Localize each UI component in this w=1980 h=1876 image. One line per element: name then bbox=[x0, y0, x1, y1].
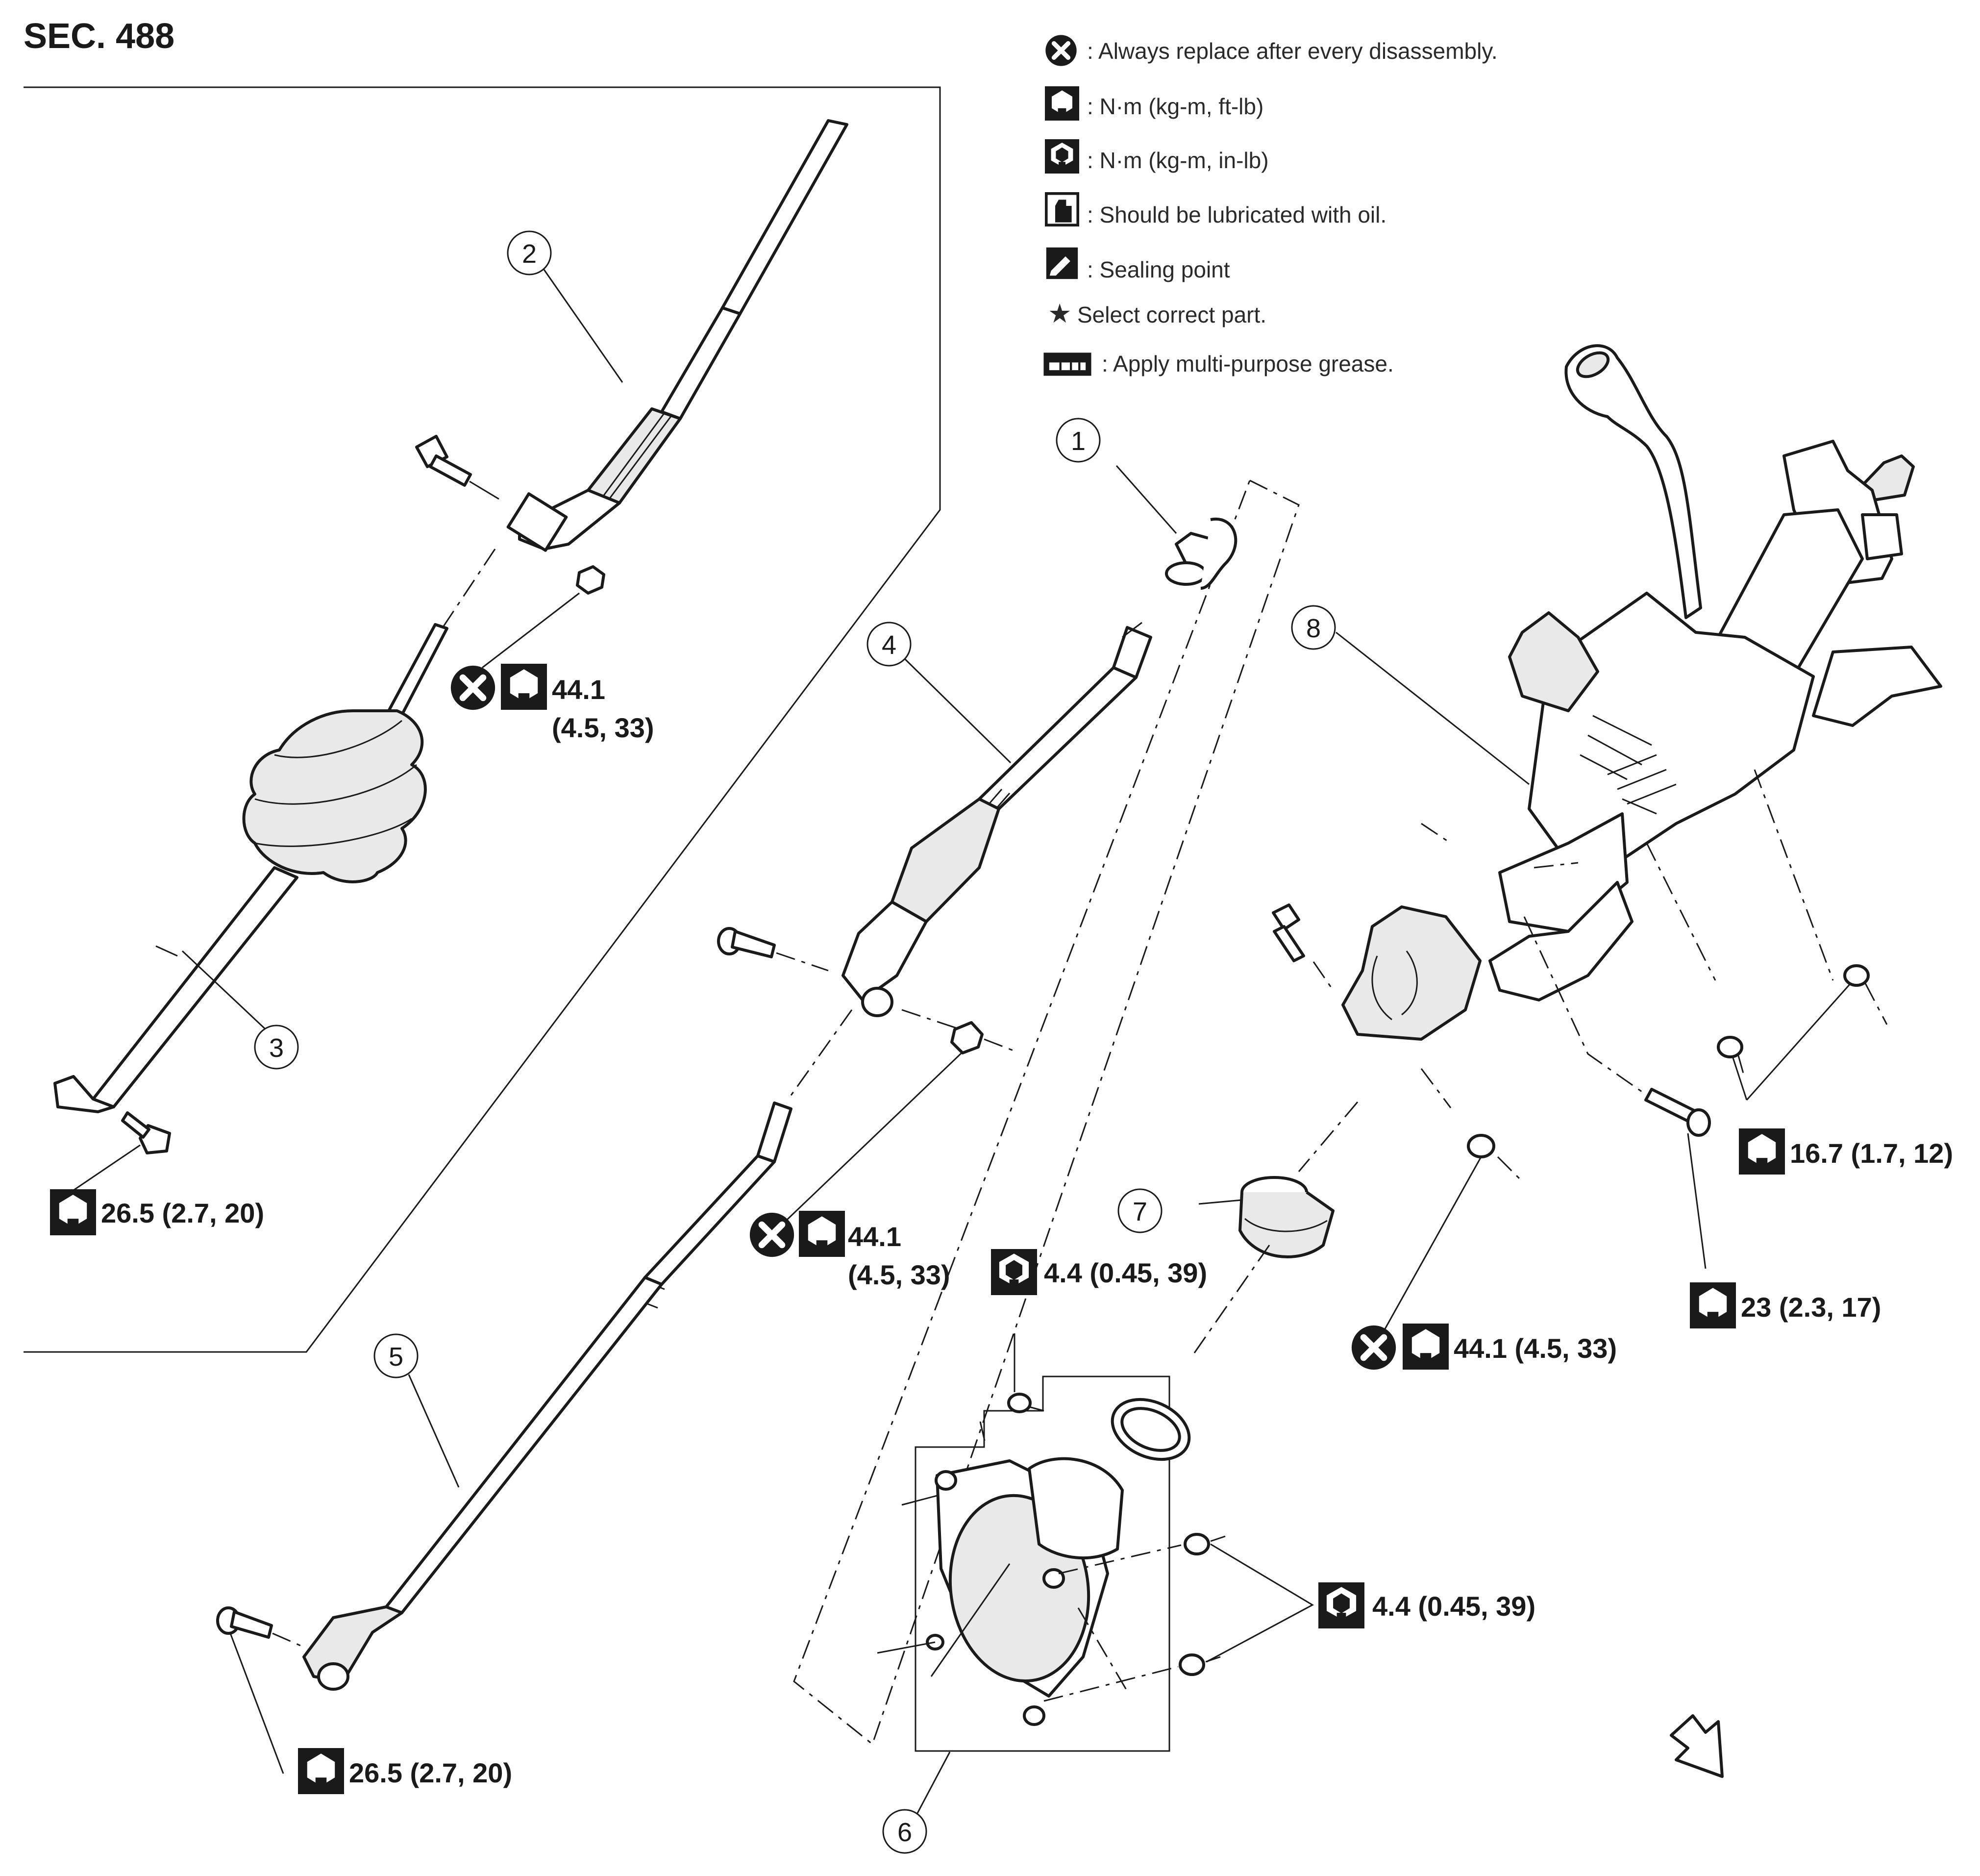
svg-text:1: 1 bbox=[1071, 426, 1086, 456]
callout-5: 5 bbox=[373, 1333, 419, 1378]
nut-part-6-a bbox=[1184, 1533, 1210, 1555]
section-title: SEC. 488 bbox=[24, 17, 174, 56]
bolt-part-8-right bbox=[1644, 1088, 1711, 1137]
replace-x-icon bbox=[1045, 35, 1076, 66]
bolt-part-4 bbox=[717, 927, 776, 958]
torque-wrench-icon bbox=[1690, 1282, 1736, 1328]
torque-44-right: 4.4 (0.45, 39) bbox=[1372, 1591, 1535, 1622]
nut-part-6-top bbox=[1007, 1393, 1032, 1413]
torque-23: 23 (2.3, 17) bbox=[1741, 1292, 1881, 1323]
bolt-part-5 bbox=[216, 1606, 273, 1639]
torque-wrench-inlb-icon bbox=[1045, 139, 1079, 174]
torque-441-c: 44.1 (4.5, 33) bbox=[1454, 1333, 1617, 1364]
oil-can-icon bbox=[1046, 194, 1078, 225]
replace-x-icon bbox=[451, 666, 495, 710]
part-2-upper-shaft bbox=[506, 119, 848, 552]
callout-4: 4 bbox=[866, 622, 912, 667]
part-8-steering-column bbox=[1341, 344, 1942, 1041]
legend-item-inlb: : N·m (kg-m, in-lb) bbox=[1087, 148, 1269, 173]
part-7-boot-seal bbox=[1238, 1176, 1335, 1258]
torque-441-b-line2: (4.5, 33) bbox=[848, 1259, 950, 1290]
torque-265-bottom: 26.5 (2.7, 20) bbox=[349, 1757, 512, 1788]
legend-item-replace: : Always replace after every disassembly… bbox=[1087, 38, 1498, 64]
nut-part-8 bbox=[1467, 1134, 1495, 1158]
callout-7: 7 bbox=[1117, 1188, 1163, 1233]
torque-wrench-icon bbox=[50, 1189, 96, 1235]
group-frame-left bbox=[24, 86, 941, 1353]
part-1-clip bbox=[1165, 517, 1238, 590]
svg-text:7: 7 bbox=[1133, 1197, 1147, 1226]
legend-item-oil: : Should be lubricated with oil. bbox=[1087, 202, 1386, 227]
svg-text:3: 3 bbox=[269, 1033, 284, 1063]
replace-x-icon bbox=[1352, 1326, 1396, 1370]
torque-wrench-inlb-icon bbox=[1318, 1582, 1364, 1628]
legend-item-sealing: : Sealing point bbox=[1087, 257, 1230, 282]
nut-part-2 bbox=[576, 565, 605, 595]
torque-265-left: 26.5 (2.7, 20) bbox=[101, 1198, 264, 1228]
star-icon: ★ bbox=[1048, 299, 1071, 328]
legend-item-select: Select correct part. bbox=[1077, 302, 1266, 327]
callout-2: 2 bbox=[507, 230, 552, 275]
torque-441-a-line2: (4.5, 33) bbox=[552, 712, 654, 743]
torque-wrench-icon bbox=[501, 664, 547, 710]
svg-text:6: 6 bbox=[897, 1818, 912, 1847]
part-5-lower-shaft bbox=[302, 1101, 792, 1691]
svg-text:4: 4 bbox=[882, 630, 896, 660]
bolt-part-8-left bbox=[1272, 903, 1305, 962]
torque-wrench-icon bbox=[1045, 86, 1079, 121]
callout-1: 1 bbox=[1056, 418, 1101, 463]
callout-3: 3 bbox=[254, 1025, 299, 1070]
torque-wrench-icon bbox=[1403, 1324, 1449, 1370]
torque-44-top: 4.4 (0.45, 39) bbox=[1044, 1257, 1207, 1288]
torque-wrench-icon bbox=[1739, 1128, 1785, 1175]
svg-text:2: 2 bbox=[522, 239, 537, 269]
torque-441-a-line1: 44.1 bbox=[552, 674, 605, 705]
svg-text:5: 5 bbox=[389, 1342, 403, 1372]
legend-item-grease: : Apply multi-purpose grease. bbox=[1102, 351, 1394, 376]
part-6-hole-cover bbox=[926, 1398, 1191, 1726]
front-direction-arrow-icon bbox=[1670, 1714, 1724, 1778]
torque-wrench-icon bbox=[799, 1211, 845, 1257]
nut-part-8-b bbox=[1717, 1036, 1743, 1058]
torque-167: 16.7 (1.7, 12) bbox=[1790, 1138, 1953, 1169]
part-4-lower-shaft bbox=[842, 626, 1152, 1017]
nut-part-6-b bbox=[1179, 1653, 1205, 1676]
nut-part-8-a bbox=[1843, 964, 1870, 987]
svg-text:8: 8 bbox=[1306, 614, 1321, 643]
torque-441-b-line1: 44.1 bbox=[848, 1221, 901, 1252]
sealing-point-icon bbox=[1046, 247, 1078, 279]
torque-wrench-inlb-icon bbox=[991, 1249, 1037, 1295]
legend: : Always replace after every disassembly… bbox=[1043, 35, 1498, 376]
callout-8: 8 bbox=[1291, 605, 1336, 650]
nut-part-4 bbox=[950, 1021, 984, 1054]
part-3-steering-shaft bbox=[53, 623, 448, 1113]
torque-wrench-icon bbox=[298, 1748, 344, 1794]
callout-6: 6 bbox=[882, 1809, 927, 1854]
bolt-part-2 bbox=[415, 435, 472, 487]
replace-x-icon bbox=[750, 1213, 794, 1257]
legend-item-ftlb: : N·m (kg-m, ft-lb) bbox=[1087, 94, 1263, 119]
grease-icon bbox=[1043, 352, 1091, 375]
